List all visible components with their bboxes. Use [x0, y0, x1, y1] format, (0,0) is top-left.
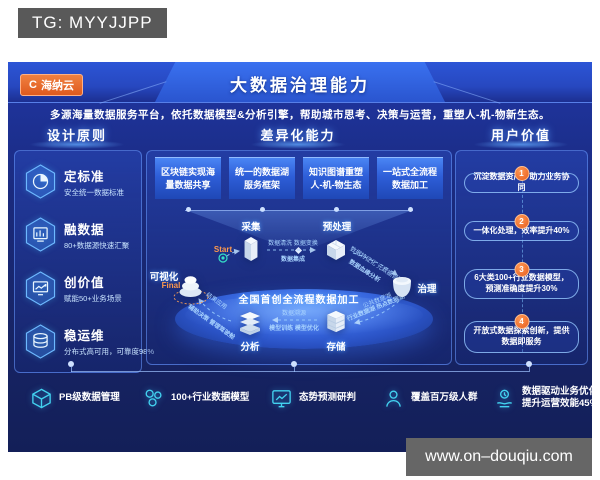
brand-logo-icon: C — [29, 79, 37, 91]
footer-label: PB级数据管理 — [59, 391, 120, 403]
platform-ellipse — [175, 289, 433, 349]
capability-box: 知识图谱重塑人-机-物生态 — [303, 157, 369, 199]
capability-box: 区块链实现海量数据共享 — [155, 157, 221, 199]
telegram-watermark: TG: MYYJJPP — [18, 8, 167, 38]
database-icon — [25, 324, 56, 359]
preprocess-cube-icon — [327, 240, 345, 260]
principle-desc: 赋能50+业务场景 — [64, 294, 122, 304]
footer-bracket-dot — [291, 361, 297, 367]
principle-item: 稳运维 分布式高可用，可靠度98% — [15, 323, 154, 360]
footer-item: 覆盖百万级人群 — [382, 378, 478, 418]
person-icon — [386, 390, 401, 407]
design-principles-panel: 定标准 安全统一数据标准 融数据 80+数据源快速汇聚 — [14, 150, 154, 373]
brand-logo: C 海纳云 — [20, 74, 83, 96]
footer-label: 数据驱动业务优化 提升运营效能45% — [522, 385, 592, 409]
footer-item: 100+行业数据模型 — [142, 378, 249, 418]
value-text: 开放式数据探索创新，提供数据即服务 — [473, 326, 570, 346]
flow-connectors — [173, 247, 400, 325]
page-title: 大数据治理能力 — [230, 76, 370, 95]
cube-icon — [32, 388, 51, 408]
flow-node-preprocess: 预处理 — [322, 222, 352, 233]
govern-pot-icon — [393, 277, 411, 297]
brand-logo-name: 海纳云 — [40, 80, 74, 92]
flow-node-collect: 采集 — [241, 222, 261, 233]
value-pill: 4 开放式数据探索创新，提供数据即服务 — [464, 314, 579, 353]
footer-label: 态势预测研判 — [299, 391, 357, 403]
footer-bracket-dot — [526, 361, 532, 367]
page-subtitle: 多源海量数据服务平台，依托数据模型&分析引擎，帮助城市思考、决策与运营，重塑人-… — [49, 109, 551, 121]
website-watermark: www.on–douqiu.com — [406, 438, 592, 476]
footer-bracket-stub — [294, 366, 295, 372]
principle-title: 创价值 — [64, 276, 105, 291]
capability-box: 统一的数据湖服务框架 — [229, 157, 295, 199]
principle-item: 融数据 80+数据源快速汇聚 — [15, 216, 141, 253]
flow-center-caption: 全国首创全流程数据加工 — [238, 295, 360, 306]
pie-chart-icon — [25, 164, 56, 199]
bracket-dot — [186, 207, 191, 212]
collect-box-icon — [244, 237, 258, 261]
footer-bracket-stub — [71, 366, 72, 372]
section-glow — [250, 140, 346, 149]
footer-bracket-dot — [68, 361, 74, 367]
flow-node-govern: 治理 — [417, 284, 437, 295]
flow-node-visualize: 可视化 — [149, 272, 179, 283]
flow-node-store: 存储 — [326, 342, 346, 353]
section-title-capabilities: 差异化能力 — [260, 128, 336, 143]
footer-item: 数据驱动业务优化 提升运营效能45% — [493, 378, 592, 418]
analyze-stack-icon — [240, 312, 260, 335]
value-pill: 2 一体化处理，效率提升40% — [464, 214, 579, 241]
bracket-line — [185, 210, 413, 211]
capabilities-panel: 区块链实现海量数据共享 统一的数据湖服务框架 知识图谱重塑人-机-物生态 一站式… — [146, 150, 452, 365]
footer-bracket-stub — [529, 366, 530, 372]
poster-panel: C 海纳云 大数据治理能力 多源海量数据服务平台，依托数据模型&分析引擎，帮助城… — [8, 62, 592, 452]
footer-label: 覆盖百万级人群 — [411, 391, 478, 403]
monitor-chart-icon — [272, 389, 291, 407]
footer-bracket-line — [71, 371, 529, 372]
principle-title: 稳运维 — [64, 329, 105, 344]
bracket-dot — [408, 207, 413, 212]
section-glow — [29, 140, 125, 149]
section-title-user-value: 用户价值 — [490, 128, 552, 143]
edge-label: 数据清洗 数据变换 — [268, 241, 318, 247]
value-text: 6大类100+行业数据模型，预测准确度提升30% — [474, 273, 569, 293]
section-glow — [473, 140, 569, 149]
user-value-panel: 1 沉淀数据资产，助力业务协同 2 一体化处理，效率提升40% 3 6大类100… — [455, 150, 588, 365]
value-number-badge: 1 — [514, 166, 529, 181]
capability-row: 区块链实现海量数据共享 统一的数据湖服务框架 知识图谱重塑人-机-物生态 一站式… — [155, 157, 443, 199]
footer-item: PB级数据管理 — [30, 378, 120, 418]
flow-node-analyze: 分析 — [240, 342, 260, 353]
value-text: 一体化处理，效率提升40% — [473, 225, 570, 235]
principle-item: 创价值 赋能50+业务场景 — [15, 270, 141, 307]
principle-desc: 安全统一数据标准 — [64, 187, 124, 197]
value-pill: 1 沉淀数据资产，助力业务协同 — [464, 166, 579, 193]
capability-box: 一站式全流程数据加工 — [377, 157, 443, 199]
flow-final-label: Final — [161, 281, 181, 290]
principle-title: 融数据 — [64, 222, 105, 237]
section-title-design-principles: 设计原则 — [46, 128, 108, 143]
footer-item: 态势预测研判 — [270, 378, 356, 418]
value-number-badge: 4 — [514, 314, 529, 329]
footer-label: 100+行业数据模型 — [171, 391, 250, 403]
principle-desc: 分布式高可用，可靠度98% — [64, 347, 155, 357]
principle-title: 定标准 — [64, 169, 105, 184]
header-highlight — [155, 62, 445, 102]
edge-label: 数据集成 — [280, 257, 306, 263]
edge-label: 模型训练 模型优化 — [269, 326, 319, 332]
value-number-badge: 3 — [514, 262, 529, 277]
circles-icon — [145, 389, 162, 406]
edge-label: 数据溯源 — [281, 311, 307, 317]
value-pill: 3 6大类100+行业数据模型，预测准确度提升30% — [464, 262, 579, 299]
bracket-dot — [260, 207, 265, 212]
principle-desc: 80+数据源快速汇聚 — [64, 240, 130, 250]
bracket-dot — [334, 207, 339, 212]
data-service-icon — [496, 389, 513, 407]
visualize-cloud-icon — [179, 276, 202, 297]
monitor-trend-icon — [25, 270, 56, 306]
store-layers-icon — [327, 310, 345, 333]
bar-chart-icon — [25, 217, 56, 253]
flow-start-label: Start — [213, 245, 233, 254]
principle-item: 定标准 安全统一数据标准 — [15, 163, 141, 200]
value-number-badge: 2 — [514, 214, 529, 229]
